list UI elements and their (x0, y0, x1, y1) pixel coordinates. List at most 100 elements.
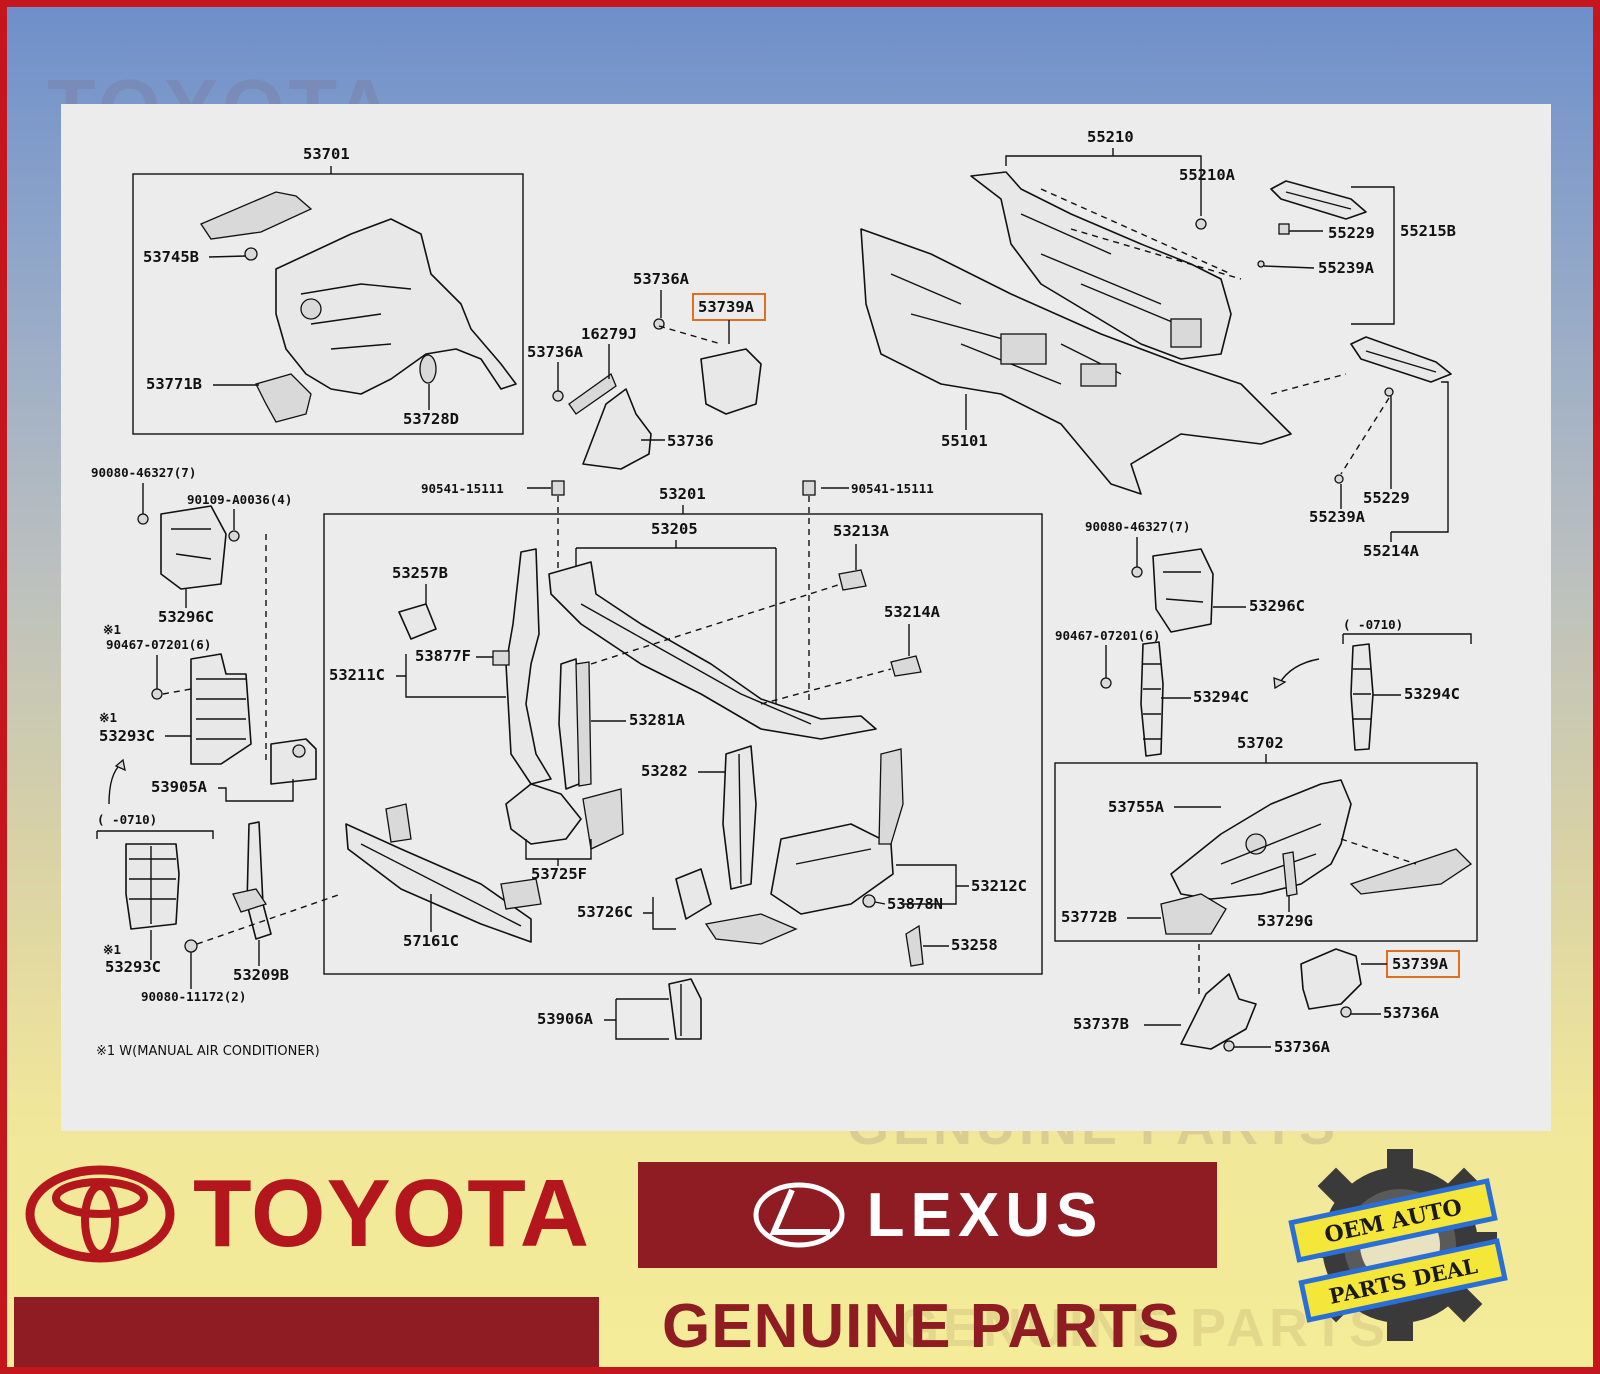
lexus-brand: LEXUS (638, 1162, 1217, 1268)
label-53205: 53205 (651, 520, 698, 538)
mark-1-a: ※1 (103, 622, 121, 637)
part-53294c-right-2 (1350, 643, 1374, 751)
label-53736: 53736 (667, 432, 714, 450)
footnote: ※1 W(MANUAL AIR CONDITIONER) (96, 1044, 320, 1059)
part-53725f (505, 783, 624, 850)
label-53701: 53701 (303, 145, 350, 163)
part-53281a (558, 658, 592, 790)
label-53739a-1: 53739A (698, 298, 755, 316)
label-55215b: 55215B (1400, 222, 1456, 240)
label-55210: 55210 (1087, 128, 1134, 146)
label-53258: 53258 (951, 936, 998, 954)
mark-1-b: ※1 (99, 710, 117, 725)
oem-auto-parts-deal-badge: OEM AUTO PARTS DEAL (1288, 1149, 1508, 1341)
lexus-wordmark: LEXUS (866, 1180, 1104, 1250)
part-53257b (398, 603, 437, 640)
part-53211c-side (492, 548, 552, 785)
part-55101-dash-panel (860, 228, 1292, 495)
label-53293c-left-2: 53293C (105, 958, 161, 976)
genuine-parts-text: GENUINE PARTS (662, 1292, 1181, 1361)
label-53702: 53702 (1237, 734, 1284, 752)
label-90080-11172: 90080-11172(2) (141, 989, 246, 1004)
part-55210-dash-insulator (970, 171, 1232, 360)
label-90467-07201-left: 90467-07201(6) (106, 637, 211, 652)
label-55229-1: 55229 (1328, 224, 1375, 242)
part-55215b-cover (1257, 180, 1452, 484)
label-55214a: 55214A (1363, 542, 1420, 560)
part-53213a (838, 569, 867, 591)
label-53772b: 53772B (1061, 908, 1117, 926)
label-53739a-2: 53739A (1392, 955, 1449, 973)
part-53736-cluster (552, 318, 762, 470)
label-53728d: 53728D (403, 410, 459, 428)
label-53736a-4: 53736A (1274, 1038, 1331, 1056)
arrow-right (1278, 658, 1320, 685)
part-53906a (668, 978, 702, 1040)
label-53729g: 53729G (1257, 912, 1313, 930)
label-53877f: 53877F (415, 647, 471, 665)
parts-diagram-panel: 53701 53745B 53771B 53728D 53736A 53739A (61, 104, 1551, 1131)
toyota-wordmark: TOYOTA (193, 1160, 591, 1267)
label-53725f: 53725F (531, 865, 587, 883)
part-53701-apron (200, 191, 517, 423)
label-53905a: 53905A (151, 778, 208, 796)
toyota-logo-icon (25, 1165, 175, 1263)
label-53294c-right-1: 53294C (1193, 688, 1249, 706)
label-90467-07201-right: 90467-07201(6) (1055, 628, 1160, 643)
label-90541-15111-b: 90541-15111 (851, 481, 934, 496)
red-bar-left (14, 1297, 599, 1367)
label-55239a-2: 55239A (1309, 508, 1366, 526)
label-55229-2: 55229 (1363, 489, 1410, 507)
label-53906a: 53906A (537, 1010, 594, 1028)
label-0710-left: ( -0710) (97, 812, 157, 827)
label-53296c-left: 53296C (158, 608, 214, 626)
part-57161c (345, 803, 542, 943)
part-53294c-right-1 (1140, 641, 1164, 757)
part-53737b (1180, 973, 1257, 1050)
mark-1-c: ※1 (103, 942, 121, 957)
label-53878n: 53878N (887, 895, 943, 913)
part-53296c-right (1152, 548, 1214, 633)
label-90080-46327-left: 90080-46327(7) (91, 465, 196, 480)
label-53281a: 53281A (629, 711, 686, 729)
label-53212c: 53212C (971, 877, 1027, 895)
label-53294c-right-2: 53294C (1404, 685, 1460, 703)
part-53726c (675, 868, 798, 945)
label-53296c-right: 53296C (1249, 597, 1305, 615)
label-53726c: 53726C (577, 903, 633, 921)
part-53212c (770, 748, 904, 915)
label-90541-15111-a: 90541-15111 (421, 481, 504, 496)
arrow-left (108, 763, 122, 805)
label-55210a: 55210A (1179, 166, 1236, 184)
part-53739a-right (1300, 948, 1362, 1010)
label-57161c: 57161C (403, 932, 459, 950)
label-53755a: 53755A (1108, 798, 1165, 816)
toyota-brand: TOYOTA (25, 1159, 590, 1269)
label-53736a-2: 53736A (527, 343, 584, 361)
label-53213a: 53213A (833, 522, 890, 540)
label-53282: 53282 (641, 762, 688, 780)
label-90080-46327-right: 90080-46327(7) (1085, 519, 1190, 534)
label-53214a: 53214A (884, 603, 941, 621)
label-53736a-1: 53736A (633, 270, 690, 288)
part-53282 (722, 745, 757, 890)
label-53737b: 53737B (1073, 1015, 1129, 1033)
part-53258 (905, 924, 924, 967)
part-53702-apron-right (1160, 779, 1473, 935)
label-53293c-left-1: 53293C (99, 727, 155, 745)
part-53214a (890, 655, 922, 677)
label-55239a-1: 55239A (1318, 259, 1375, 277)
part-53205-upper-support (548, 561, 877, 740)
part-53293c-left (190, 653, 252, 765)
part-53905a (270, 738, 317, 785)
label-90109-a0036: 90109-A0036(4) (187, 492, 292, 507)
label-53257b: 53257B (392, 564, 448, 582)
box-53701 (132, 173, 524, 435)
label-53201: 53201 (659, 485, 706, 503)
label-53209b: 53209B (233, 966, 289, 984)
label-53771b: 53771B (146, 375, 202, 393)
label-0710-right: ( -0710) (1343, 617, 1403, 632)
label-53736a-3: 53736A (1383, 1004, 1440, 1022)
part-53296c-left (137, 505, 240, 590)
